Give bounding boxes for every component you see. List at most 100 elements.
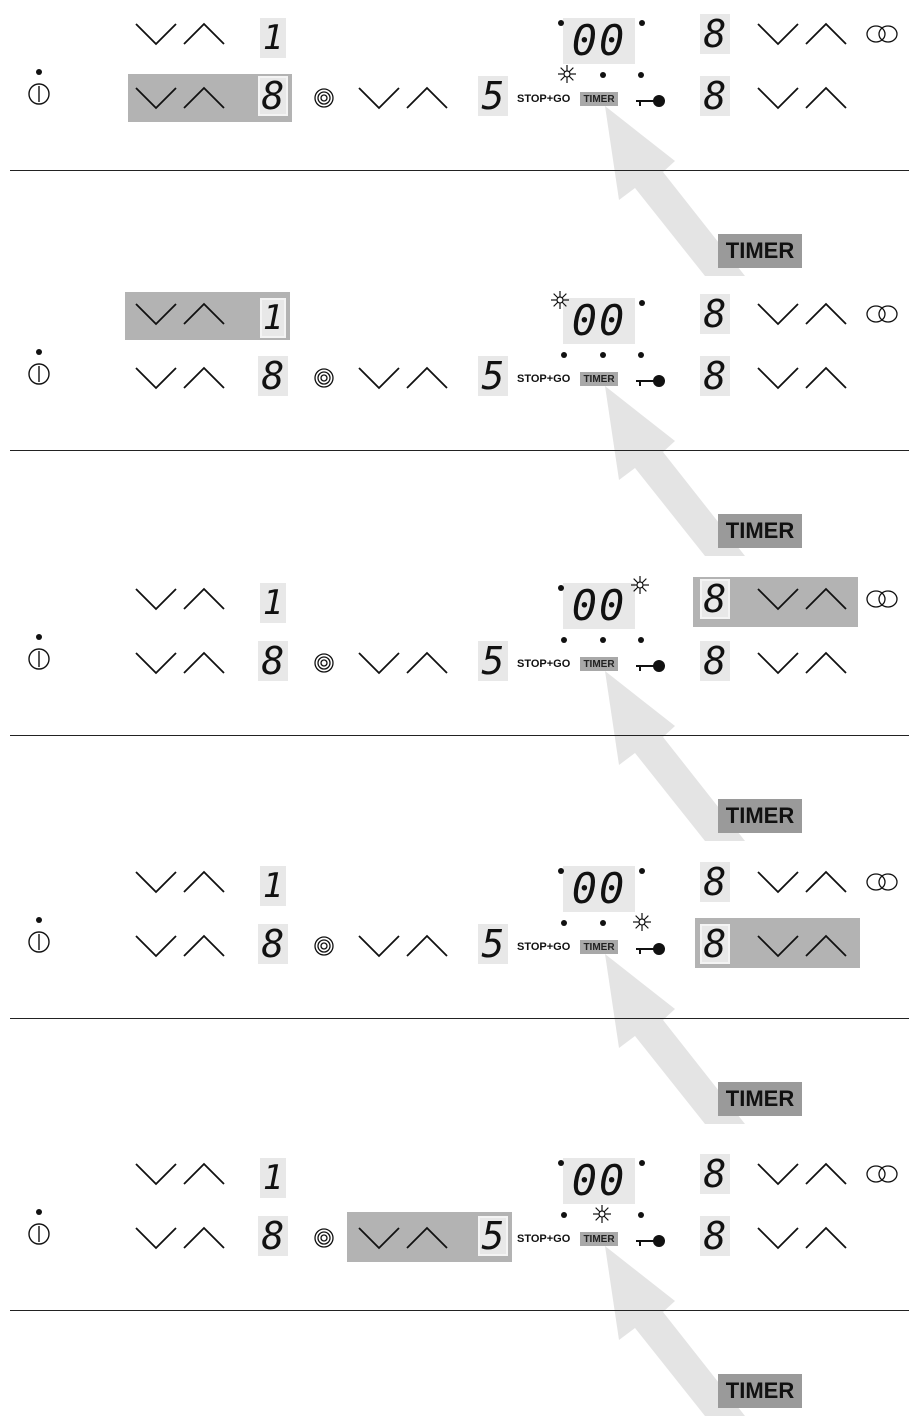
stop-go-button[interactable]: STOP+GO — [517, 941, 571, 953]
timer-button[interactable]: TIMER — [580, 657, 618, 671]
right-rear-plus-button[interactable] — [804, 1160, 848, 1188]
left-front-minus-button[interactable] — [134, 84, 178, 112]
section-divider — [10, 1310, 909, 1311]
flashing-indicator-icon — [631, 576, 649, 594]
right-rear-plus-button[interactable] — [804, 300, 848, 328]
right-rear-minus-button[interactable] — [756, 585, 800, 613]
center-minus-button[interactable] — [357, 364, 401, 392]
left-rear-plus-button[interactable] — [182, 1160, 226, 1188]
left-rear-level-display: 1 — [260, 18, 286, 58]
left-front-minus-button[interactable] — [134, 932, 178, 960]
oval-zone-icon[interactable] — [865, 24, 901, 44]
left-rear-minus-button[interactable] — [134, 1160, 178, 1188]
dual-ring-icon[interactable] — [313, 367, 335, 389]
dual-ring-icon[interactable] — [313, 652, 335, 674]
right-rear-minus-button[interactable] — [756, 20, 800, 48]
dual-ring-icon[interactable] — [313, 1227, 335, 1249]
left-front-plus-button[interactable] — [182, 649, 226, 677]
key-lock-icon[interactable] — [636, 659, 666, 673]
oval-zone-icon[interactable] — [865, 872, 901, 892]
key-lock-icon[interactable] — [636, 1234, 666, 1248]
right-front-minus-button[interactable] — [756, 932, 800, 960]
center-plus-button[interactable] — [405, 84, 449, 112]
key-lock-icon[interactable] — [636, 942, 666, 956]
power-icon[interactable] — [27, 633, 51, 673]
right-rear-plus-button[interactable] — [804, 20, 848, 48]
indicator-dot — [558, 585, 564, 591]
center-plus-button[interactable] — [405, 364, 449, 392]
power-icon[interactable] — [27, 1208, 51, 1248]
timer-display: 00 — [563, 298, 635, 344]
key-lock-icon[interactable] — [636, 374, 666, 388]
right-front-level-display: 8 — [700, 924, 730, 964]
left-rear-level-display: 1 — [260, 298, 286, 338]
right-front-plus-button[interactable] — [804, 364, 848, 392]
center-minus-button[interactable] — [357, 1224, 401, 1252]
right-rear-minus-button[interactable] — [756, 300, 800, 328]
right-front-level-display: 8 — [700, 356, 730, 396]
timer-button[interactable]: TIMER — [580, 940, 618, 954]
left-front-plus-button[interactable] — [182, 364, 226, 392]
left-rear-minus-button[interactable] — [134, 868, 178, 896]
timer-button[interactable]: TIMER — [580, 1232, 618, 1246]
timer-callout: TIMER — [718, 514, 802, 548]
right-front-plus-button[interactable] — [804, 932, 848, 960]
indicator-dot — [639, 1160, 645, 1166]
timer-callout: TIMER — [718, 234, 802, 268]
pointer-arrow — [605, 671, 745, 841]
left-rear-plus-button[interactable] — [182, 585, 226, 613]
key-lock-icon[interactable] — [636, 94, 666, 108]
left-rear-plus-button[interactable] — [182, 868, 226, 896]
oval-zone-icon[interactable] — [865, 1164, 901, 1184]
right-rear-plus-button[interactable] — [804, 585, 848, 613]
left-front-plus-button[interactable] — [182, 932, 226, 960]
oval-zone-icon[interactable] — [865, 304, 901, 324]
center-plus-button[interactable] — [405, 649, 449, 677]
left-front-minus-button[interactable] — [134, 649, 178, 677]
indicator-dot — [561, 1212, 567, 1218]
stop-go-button[interactable]: STOP+GO — [517, 1233, 571, 1245]
center-minus-button[interactable] — [357, 84, 401, 112]
pointer-arrow — [605, 954, 745, 1124]
right-front-minus-button[interactable] — [756, 364, 800, 392]
left-rear-minus-button[interactable] — [134, 585, 178, 613]
stop-go-button[interactable]: STOP+GO — [517, 373, 571, 385]
left-rear-minus-button[interactable] — [134, 20, 178, 48]
stop-go-button[interactable]: STOP+GO — [517, 93, 571, 105]
right-rear-minus-button[interactable] — [756, 1160, 800, 1188]
right-front-plus-button[interactable] — [804, 1224, 848, 1252]
power-icon[interactable] — [27, 916, 51, 956]
center-level-display: 5 — [478, 641, 508, 681]
stop-go-button[interactable]: STOP+GO — [517, 658, 571, 670]
left-front-plus-button[interactable] — [182, 84, 226, 112]
timer-display: 00 — [563, 18, 635, 64]
right-front-minus-button[interactable] — [756, 84, 800, 112]
left-front-plus-button[interactable] — [182, 1224, 226, 1252]
right-front-minus-button[interactable] — [756, 1224, 800, 1252]
timer-button[interactable]: TIMER — [580, 92, 618, 106]
right-front-plus-button[interactable] — [804, 84, 848, 112]
left-rear-plus-button[interactable] — [182, 20, 226, 48]
power-icon[interactable] — [27, 348, 51, 388]
dual-ring-icon[interactable] — [313, 87, 335, 109]
right-front-minus-button[interactable] — [756, 649, 800, 677]
left-rear-minus-button[interactable] — [134, 300, 178, 328]
left-front-minus-button[interactable] — [134, 1224, 178, 1252]
right-rear-plus-button[interactable] — [804, 868, 848, 896]
center-minus-button[interactable] — [357, 932, 401, 960]
timer-button[interactable]: TIMER — [580, 372, 618, 386]
center-plus-button[interactable] — [405, 1224, 449, 1252]
dual-ring-icon[interactable] — [313, 935, 335, 957]
center-minus-button[interactable] — [357, 649, 401, 677]
right-rear-minus-button[interactable] — [756, 868, 800, 896]
right-front-level-display: 8 — [700, 641, 730, 681]
left-front-minus-button[interactable] — [134, 364, 178, 392]
center-plus-button[interactable] — [405, 932, 449, 960]
right-front-plus-button[interactable] — [804, 649, 848, 677]
power-icon[interactable] — [27, 68, 51, 108]
pointer-arrow — [605, 1246, 745, 1416]
oval-zone-icon[interactable] — [865, 589, 901, 609]
left-rear-plus-button[interactable] — [182, 300, 226, 328]
